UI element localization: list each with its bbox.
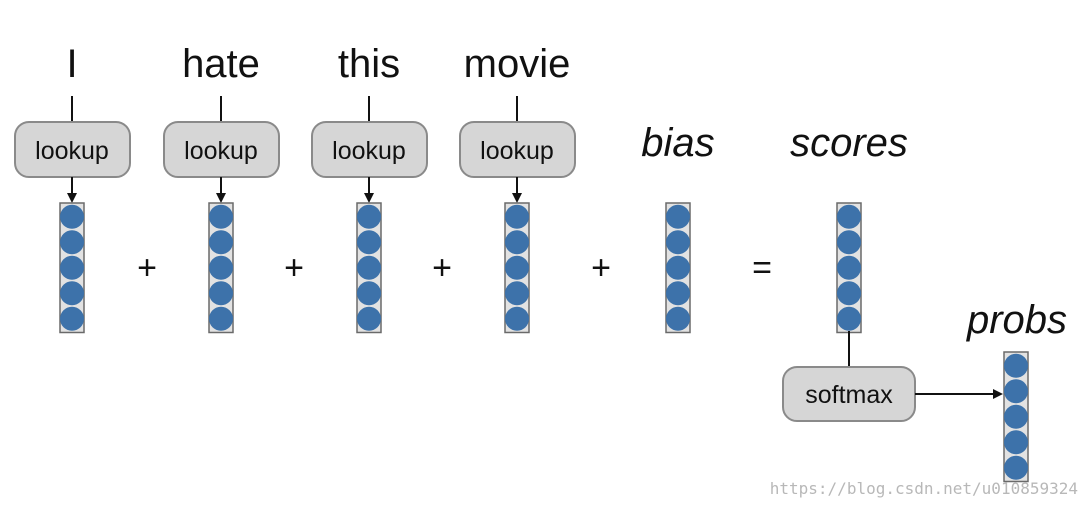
vector-element <box>666 306 690 331</box>
vector-element <box>60 255 84 280</box>
vector-element <box>357 306 381 331</box>
vector-element <box>505 306 529 331</box>
plus-sign-1: + <box>137 249 157 287</box>
vector-element <box>357 255 381 280</box>
input-word-2: hate <box>182 42 260 86</box>
vector-element <box>837 230 861 255</box>
plus-sign-2: + <box>284 249 304 287</box>
vector-element <box>60 281 84 306</box>
softmax-box: softmax <box>782 366 916 422</box>
vector-element <box>209 281 233 306</box>
lookup-box-2: lookup <box>163 121 280 178</box>
input-word-1: I <box>66 42 77 86</box>
lookup-box-2-label: lookup <box>184 137 258 165</box>
word-3-embedding-vector <box>356 202 382 334</box>
vector-element <box>60 230 84 255</box>
lookup-box-1: lookup <box>14 121 131 178</box>
vector-element <box>666 204 690 229</box>
lookup-box-3: lookup <box>311 121 428 178</box>
vector-element <box>1004 430 1028 455</box>
vector-element <box>505 255 529 280</box>
lookup-box-4: lookup <box>459 121 576 178</box>
vector-element <box>837 255 861 280</box>
word-4-embedding-vector <box>504 202 530 334</box>
vector-element <box>837 306 861 331</box>
vector-element <box>505 230 529 255</box>
vector-element <box>666 255 690 280</box>
vector-element <box>505 204 529 229</box>
vector-element <box>209 204 233 229</box>
plus-sign-3: + <box>432 249 452 287</box>
vector-element <box>1004 353 1028 378</box>
plus-sign-4: + <box>591 249 611 287</box>
equals-sign: = <box>752 249 772 287</box>
vector-element <box>1004 379 1028 404</box>
vector-element <box>209 230 233 255</box>
vector-element <box>60 306 84 331</box>
softmax-box-label: softmax <box>805 381 893 409</box>
input-word-4: movie <box>464 42 571 86</box>
word-2-embedding-vector <box>208 202 234 334</box>
vector-element <box>666 281 690 306</box>
bias-vector <box>665 202 691 334</box>
vector-element <box>837 281 861 306</box>
watermark-text: https://blog.csdn.net/u010859324 <box>770 479 1078 498</box>
vector-element <box>837 204 861 229</box>
lookup-box-3-label: lookup <box>332 137 406 165</box>
vector-element <box>357 204 381 229</box>
word-1-embedding-vector <box>59 202 85 334</box>
vector-element <box>209 306 233 331</box>
vector-element <box>60 204 84 229</box>
vector-element <box>666 230 690 255</box>
scores-label: scores <box>790 121 908 165</box>
vector-element <box>1004 455 1028 480</box>
probs-label: probs <box>966 298 1067 342</box>
vector-element <box>209 255 233 280</box>
input-word-3: this <box>338 42 400 86</box>
lookup-box-1-label: lookup <box>35 137 109 165</box>
vector-element <box>357 281 381 306</box>
probs-vector <box>1003 351 1029 483</box>
scores-vector <box>836 202 862 334</box>
vector-element <box>1004 404 1028 429</box>
bias-label: bias <box>641 121 714 165</box>
vector-element <box>357 230 381 255</box>
lookup-box-4-label: lookup <box>480 137 554 165</box>
vector-element <box>505 281 529 306</box>
